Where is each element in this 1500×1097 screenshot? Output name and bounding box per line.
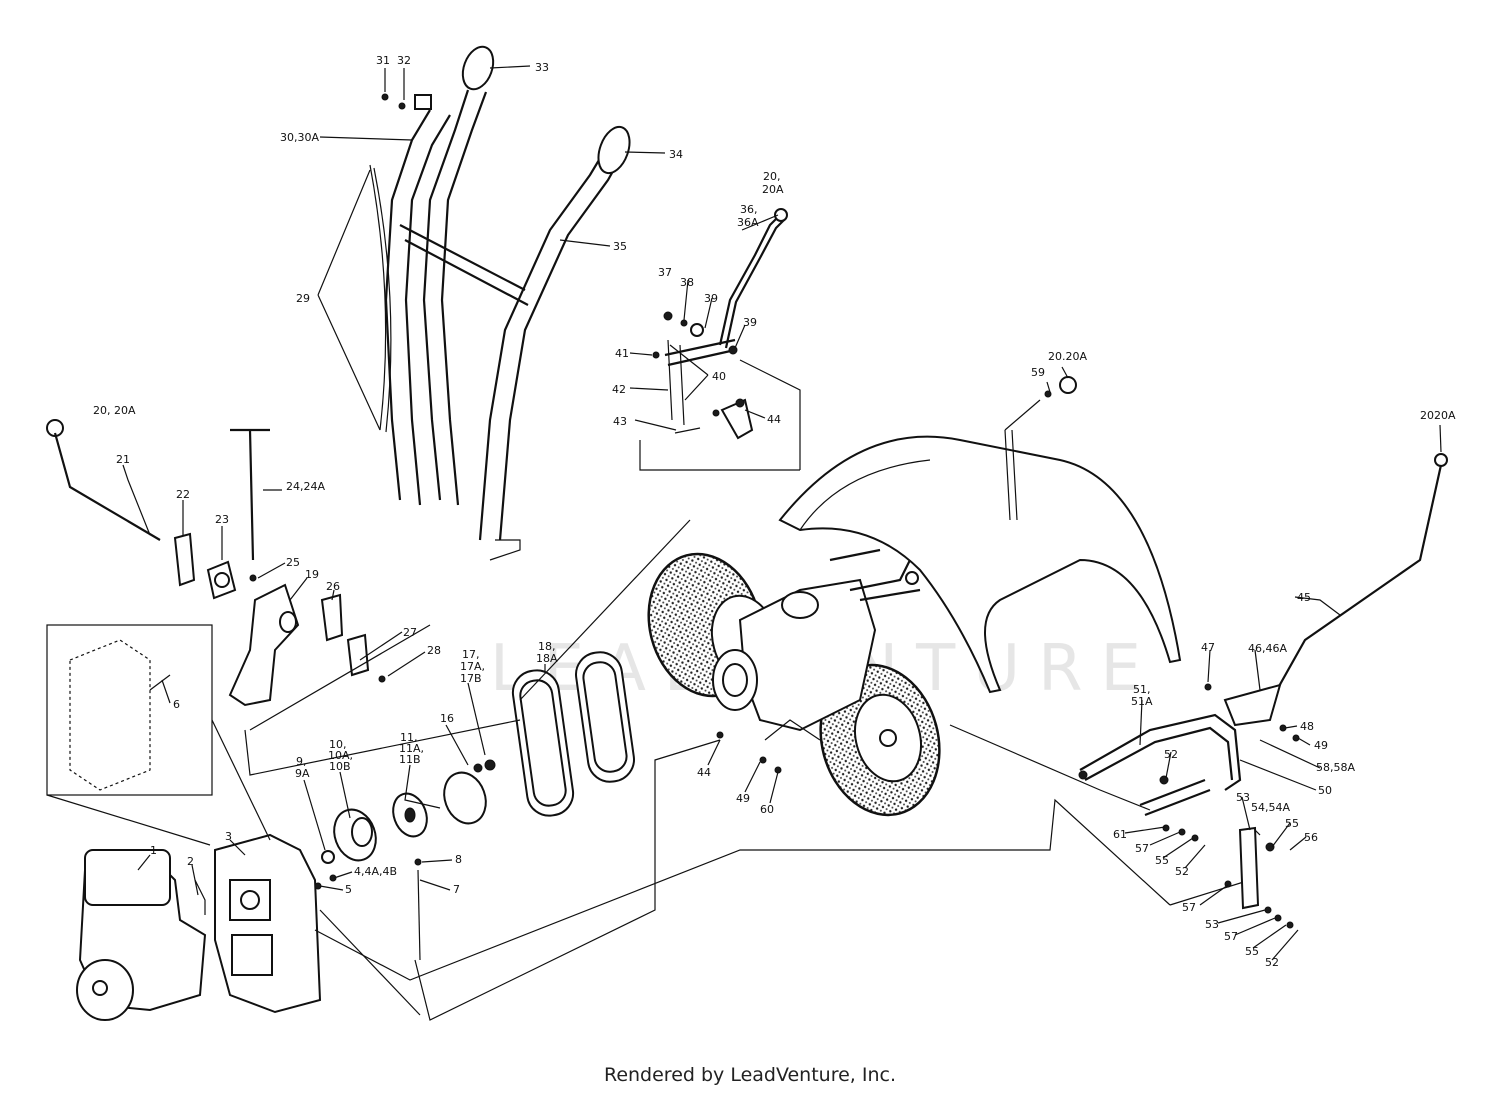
- callout-54-54a: 54,54A: [1251, 801, 1290, 814]
- callout-18a: 18A: [536, 652, 558, 665]
- callout-3: 3: [225, 830, 232, 843]
- callout-51: 51,: [1133, 683, 1151, 696]
- callout-36: 36,: [740, 203, 758, 216]
- callout-24-24a: 24,24A: [286, 480, 325, 493]
- belts-and-pulleys: [321, 651, 635, 864]
- callout-59: 59: [1031, 366, 1045, 379]
- clutch-lever-assembly: [46, 419, 521, 776]
- callout-8: 8: [455, 853, 462, 866]
- callout-55-middle: 55: [1155, 854, 1169, 867]
- assembly-outline-lines: [314, 519, 1251, 1021]
- transmission-and-wheels: [647, 548, 941, 817]
- callout-32: 32: [397, 54, 411, 67]
- callout-20-20a-hood: 20.20A: [1048, 350, 1087, 363]
- callout-10b: 10B: [329, 760, 351, 773]
- callout-49-left: 49: [736, 792, 750, 805]
- callout-34: 34: [669, 148, 683, 161]
- callout-46-46a: 46,46A: [1248, 642, 1287, 655]
- callout-57-upper: 57: [1135, 842, 1149, 855]
- callout-40: 40: [712, 370, 726, 383]
- callout-2: 2: [187, 855, 194, 868]
- callout-53-top: 53: [1236, 791, 1250, 804]
- callout-10: 10,: [329, 738, 347, 751]
- callout-9: 9,: [296, 755, 307, 768]
- callout-7: 7: [453, 883, 460, 896]
- callout-23: 23: [215, 513, 229, 526]
- callout-50: 50: [1318, 784, 1332, 797]
- callout-55-right: 55: [1285, 817, 1299, 830]
- callout-45: 45: [1297, 591, 1311, 604]
- fasteners: [314, 93, 1052, 961]
- callout-61: 61: [1113, 828, 1127, 841]
- callout-37: 37: [658, 266, 672, 279]
- callout-58-58a: 58,58A: [1316, 761, 1355, 774]
- handlebar-assembly: [369, 45, 631, 561]
- callout-10a: 10A,: [328, 749, 353, 762]
- callout-48: 48: [1300, 720, 1314, 733]
- callout-19: 19: [305, 568, 319, 581]
- callout-21: 21: [116, 453, 130, 466]
- callout-17a: 17A,: [460, 660, 485, 673]
- engine-and-gear-case: [76, 833, 322, 1021]
- shift-lever-assembly: [639, 208, 801, 471]
- callout-1: 1: [150, 844, 157, 857]
- callout-51a: 51A: [1131, 695, 1153, 708]
- callout-56: 56: [1304, 831, 1318, 844]
- callout-60: 60: [760, 803, 774, 816]
- callout-18: 18,: [538, 640, 556, 653]
- callout-36a: 36A: [737, 216, 759, 229]
- callout-17: 17,: [462, 648, 480, 661]
- callout-30-30a: 30,30A: [280, 131, 319, 144]
- callout-11: 11,: [400, 731, 418, 744]
- callout-11b: 11B: [399, 753, 421, 766]
- callout-4-4a-4b: 4,4A,4B: [354, 865, 397, 878]
- inset-detail-box: [46, 624, 271, 846]
- callout-28: 28: [427, 644, 441, 657]
- callout-52-bottom: 52: [1265, 956, 1279, 969]
- callout-20a-top: 20A: [762, 183, 784, 196]
- leader-lines: [122, 65, 1442, 961]
- callout-42: 42: [612, 383, 626, 396]
- callout-5: 5: [345, 883, 352, 896]
- callout-33: 33: [535, 61, 549, 74]
- callout-53-bottom: 53: [1205, 918, 1219, 931]
- callout-44-upper: 44: [767, 413, 781, 426]
- callout-35: 35: [613, 240, 627, 253]
- callout-25: 25: [286, 556, 300, 569]
- callout-49-right: 49: [1314, 739, 1328, 752]
- callout-27: 27: [403, 626, 417, 639]
- callout-9a: 9A: [295, 767, 310, 780]
- callout-38: 38: [680, 276, 694, 289]
- callout-16: 16: [440, 712, 454, 725]
- callout-57-middle: 57: [1182, 901, 1196, 914]
- callout-39-left: 39: [704, 292, 718, 305]
- callout-31: 31: [376, 54, 390, 67]
- callout-20-20a-right: 2020A: [1420, 409, 1456, 422]
- callout-26: 26: [326, 580, 340, 593]
- callout-55-bottom: 55: [1245, 945, 1259, 958]
- callout-43: 43: [613, 415, 627, 428]
- footer-credit: Rendered by LeadVenture, Inc.: [603, 1064, 897, 1086]
- depth-bar-assembly: [1078, 453, 1448, 929]
- callout-44-lower: 44: [697, 766, 711, 779]
- callout-17b: 17B: [460, 672, 482, 685]
- callout-52-middle: 52: [1175, 865, 1189, 878]
- callout-29: 29: [296, 292, 310, 305]
- callout-47: 47: [1201, 641, 1215, 654]
- callout-6: 6: [173, 698, 180, 711]
- callout-57-bottom: 57: [1224, 930, 1238, 943]
- callout-41: 41: [615, 347, 629, 360]
- callout-52-top: 52: [1164, 748, 1178, 761]
- callout-11a: 11A,: [399, 742, 424, 755]
- callout-22: 22: [176, 488, 190, 501]
- callout-39-right: 39: [743, 316, 757, 329]
- tine-hood: [778, 376, 1182, 694]
- callout-20-20a-left: 20, 20A: [93, 404, 136, 417]
- callout-labels: 31 32 33 30,30A 34 29 35 20, 20A 36, 36A…: [93, 54, 1456, 969]
- callout-20-top: 20,: [763, 170, 781, 183]
